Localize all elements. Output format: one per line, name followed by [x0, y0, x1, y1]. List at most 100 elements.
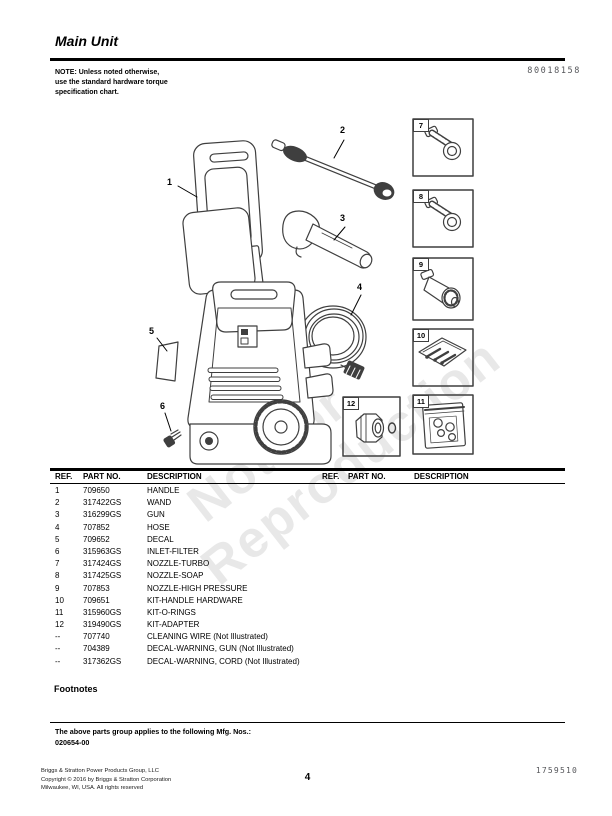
- note-line: specification chart.: [55, 89, 119, 97]
- desc-cell: INLET-FILTER: [147, 546, 199, 556]
- part-cell: 709651: [83, 595, 110, 605]
- ref-cell: 3: [55, 510, 60, 520]
- callout-2: 2: [340, 125, 346, 135]
- ref-cell: --: [55, 656, 61, 666]
- desc-cell: KIT-ADAPTER: [147, 620, 200, 630]
- table-row: 11 315960GS KIT-O-RINGS: [50, 607, 565, 619]
- nozzle-soap-illustration: [424, 196, 462, 232]
- table-row: 5 709652 DECAL: [50, 534, 565, 546]
- note-line: NOTE: Unless noted otherwise,: [55, 69, 160, 76]
- ref-cell: 9: [55, 583, 60, 593]
- ref-cell: 12: [55, 620, 64, 630]
- desc-cell: DECAL: [147, 534, 174, 544]
- desc-cell: CLEANING WIRE (Not Illustrated): [147, 632, 268, 642]
- ref-cell: 8: [55, 571, 60, 581]
- wand-illustration: [271, 139, 395, 200]
- callout-11: 11: [413, 395, 429, 408]
- table-row: 7 317424GS NOZZLE-TURBO: [50, 558, 565, 570]
- table-row: 6 315963GS INLET-FILTER: [50, 546, 565, 558]
- ref-cell: 1: [55, 486, 60, 495]
- footer-company-block: Briggs & Stratton Power Products Group, …: [41, 767, 171, 793]
- part-cell: 319490GS: [83, 620, 122, 630]
- desc-cell: KIT-HANDLE HARDWARE: [147, 595, 243, 605]
- handle-illustration: [182, 140, 264, 295]
- title-rule: [50, 58, 565, 61]
- part-cell: 707853: [83, 583, 110, 593]
- callout-8: 8: [413, 190, 429, 203]
- part-cell: 317425GS: [83, 571, 122, 581]
- parts-table-header: REF. PART NO. DESCRIPTION REF. PART NO. …: [50, 472, 565, 483]
- desc-cell: NOZZLE-HIGH PRESSURE: [147, 583, 248, 593]
- footer-doc-code: 1759510: [535, 766, 578, 775]
- callout-4: 4: [357, 282, 363, 292]
- desc-cell: GUN: [147, 510, 165, 520]
- callout-12: 12: [343, 397, 359, 410]
- part-cell: 317424GS: [83, 559, 122, 569]
- table-header-rule: [50, 482, 565, 484]
- ref-cell: --: [55, 644, 61, 654]
- callout-5: 5: [149, 326, 155, 336]
- desc-cell: HOSE: [147, 522, 170, 532]
- desc-cell: KIT-O-RINGS: [147, 607, 196, 617]
- ref-cell: 7: [55, 559, 60, 569]
- mfg-line2: 020654-00: [55, 738, 90, 748]
- page-title: Main Unit: [55, 33, 118, 49]
- callout-7: 7: [413, 119, 429, 132]
- desc-cell: NOZZLE-TURBO: [147, 559, 210, 569]
- callout-1: 1: [167, 177, 173, 187]
- ref-cell: --: [55, 632, 61, 642]
- footer-company-line: Briggs & Stratton Power Products Group, …: [41, 768, 159, 774]
- desc-cell: NOZZLE-SOAP: [147, 571, 204, 581]
- callout-10: 10: [413, 329, 429, 342]
- table-row: -- 704389 DECAL-WARNING, GUN (Not Illustra…: [50, 643, 565, 655]
- desc-cell: DECAL-WARNING, CORD (Not Illustrated): [147, 656, 300, 666]
- mfg-line1: The above parts group applies to the fol…: [55, 727, 252, 736]
- gun-illustration: [282, 210, 373, 269]
- note-line: use the standard hardware torque: [55, 79, 168, 87]
- callout-9: 9: [413, 258, 429, 271]
- table-row: 12 319490GS KIT-ADAPTER: [50, 619, 565, 631]
- page-number: 4: [304, 772, 311, 783]
- header-ref-right: REF.: [322, 472, 340, 481]
- footer-company-line: Copyright © 2016 by Briggs & Stratton Co…: [41, 776, 172, 783]
- table-top-rule: [50, 468, 565, 471]
- ref-cell: 4: [55, 522, 60, 532]
- header-desc-right: DESCRIPTION: [414, 472, 469, 481]
- part-cell: 315963GS: [83, 546, 122, 556]
- header-part-right: PART NO.: [348, 472, 386, 481]
- desc-cell: DECAL-WARNING, GUN (Not Illustrated): [147, 644, 294, 654]
- part-cell: 709652: [83, 534, 110, 544]
- desc-cell: WAND: [147, 498, 172, 508]
- header-ref-left: REF.: [55, 472, 73, 481]
- ref-cell: 5: [55, 534, 60, 544]
- footer-company-line: Milwaukee, WI, USA. All rights reserved: [41, 785, 144, 792]
- inlet-filter-illustration: [163, 429, 182, 448]
- table-row: -- 707740 CLEANING WIRE (Not Illustrated): [50, 631, 565, 643]
- callout-3: 3: [340, 213, 346, 223]
- part-cell: 707740: [83, 632, 110, 642]
- table-row: -- 317362GS DECAL-WARNING, CORD (Not Illus…: [50, 656, 565, 668]
- ref-cell: 11: [55, 607, 64, 617]
- desc-cell: HANDLE: [147, 486, 180, 495]
- document-number: 80018158: [527, 66, 581, 76]
- part-cell: 315960GS: [83, 607, 122, 617]
- ref-cell: 6: [55, 546, 60, 556]
- mfg-rule: [50, 722, 565, 724]
- part-cell: 317362GS: [83, 656, 122, 666]
- decal-illustration: [155, 341, 179, 382]
- table-row: 1 709650 HANDLE: [50, 485, 565, 497]
- part-cell: 709650: [83, 486, 110, 495]
- part-cell: 317422GS: [83, 498, 122, 508]
- part-cell: 704389: [83, 644, 110, 654]
- footnotes-heading: Footnotes: [54, 684, 98, 694]
- header-part-left: PART NO.: [83, 472, 121, 481]
- header-desc-left: DESCRIPTION: [147, 472, 202, 481]
- mfg-applies-note: The above parts group applies to the fol…: [55, 726, 251, 748]
- table-row: 8 317425GS NOZZLE-SOAP: [50, 570, 565, 582]
